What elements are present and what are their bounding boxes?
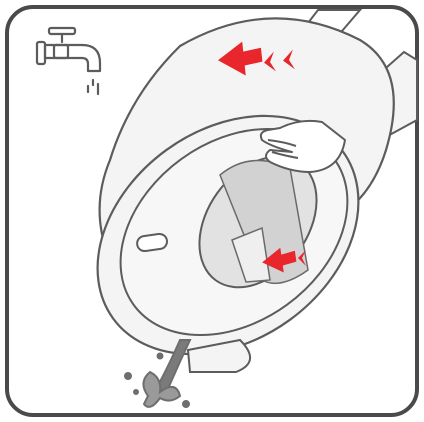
illustration-panel [0,0,424,422]
